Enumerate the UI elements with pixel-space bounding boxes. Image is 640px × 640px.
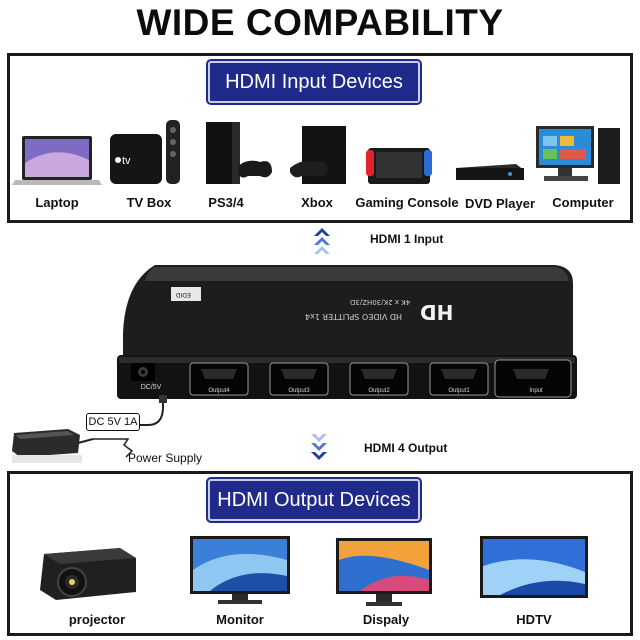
port-label-output2: Output2 xyxy=(368,388,390,394)
device-label-tv-box: TV Box xyxy=(126,195,172,210)
device-label-dvd-player: DVD Player xyxy=(464,196,536,211)
port-label-output3: Output3 xyxy=(288,388,310,394)
input-devices-header: HDMI Input Devices xyxy=(206,59,422,105)
projector-icon xyxy=(40,548,136,600)
input-devices-icons: tv xyxy=(12,120,620,185)
arrow-down-icon xyxy=(311,434,327,460)
device-label-gaming-console: Gaming Console xyxy=(355,195,459,210)
output-caption: HDMI 4 Output xyxy=(364,441,448,455)
hdmi-splitter xyxy=(117,265,577,399)
port-label-output4: Output4 xyxy=(208,388,230,394)
arrow-up-icon xyxy=(314,228,330,254)
splitter-sticker: EDID xyxy=(176,291,191,298)
desktop-computer-icon xyxy=(536,126,620,184)
gaming-console-icon xyxy=(366,148,432,184)
splitter-spec: 4K x 2K/30HZ/3D xyxy=(350,298,411,306)
svg-text:tv: tv xyxy=(122,155,131,167)
device-label-display: Dispaly xyxy=(362,612,410,627)
game-console-ps-icon xyxy=(206,122,272,184)
port-label-output1: Output1 xyxy=(448,388,470,394)
monitor-icon xyxy=(190,536,290,604)
laptop-icon xyxy=(12,136,102,185)
output-devices-header: HDMI Output Devices xyxy=(206,477,422,523)
input-caption: HDMI 1 Input xyxy=(370,232,444,246)
device-label-hdtv: HDTV xyxy=(516,612,552,627)
hdtv-icon xyxy=(480,536,588,598)
power-adapter-icon xyxy=(12,395,167,463)
splitter-model: HD VIDEO SPLITTER 1x4 xyxy=(305,312,403,321)
xbox-icon xyxy=(290,126,346,184)
output-devices-icons xyxy=(40,536,588,606)
device-label-laptop: Laptop xyxy=(35,195,79,210)
dvd-player-icon xyxy=(456,164,524,180)
device-label-ps: PS3/4 xyxy=(208,195,244,210)
device-label-projector: projector xyxy=(68,612,126,627)
power-port-label: DC/5V xyxy=(140,384,162,391)
splitter-brand: HD xyxy=(420,300,454,324)
tv-box-icon: tv xyxy=(110,120,180,184)
display-icon xyxy=(336,538,432,606)
power-supply-label: Power Supply xyxy=(128,451,203,465)
page-title: WIDE COMPABILITY xyxy=(136,2,504,43)
port-label-input: Input xyxy=(529,388,543,394)
device-label-xbox: Xbox xyxy=(301,195,333,210)
device-label-monitor: Monitor xyxy=(216,612,264,627)
device-label-computer: Computer xyxy=(552,195,614,210)
power-spec-tag: DC 5V 1A xyxy=(86,413,140,431)
